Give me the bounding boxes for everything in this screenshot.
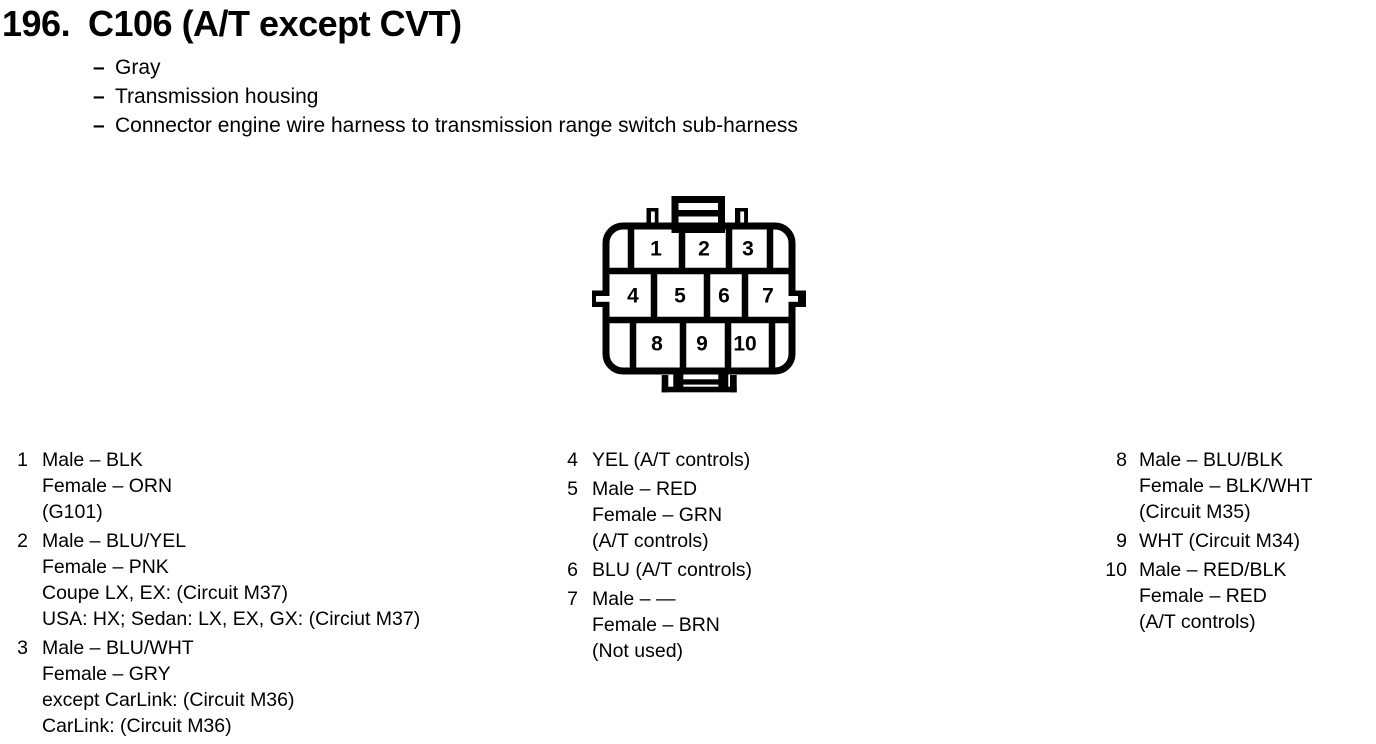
pin-entry-lines: Male – BLU/WHT Female – GRY except CarLink… <box>42 635 295 739</box>
pin-entry-line: Male – RED/BLK <box>1139 559 1287 581</box>
pin-entry: 3 Male – BLU/WHT Female – GRY except CarLin… <box>14 635 420 739</box>
connector-cavity-number: 5 <box>674 285 686 308</box>
bullet-text: Connector engine wire harness to transmi… <box>115 114 798 137</box>
pin-entry-line: except CarLink: (Circuit M36) <box>42 689 295 711</box>
connector-bottom-bracket <box>661 368 737 393</box>
pin-entry-line: WHT (Circuit M34) <box>1139 530 1301 552</box>
pin-entry-line: Female – RED <box>1139 585 1267 607</box>
connector-diagram: 1 2 3 4 5 6 7 8 9 10 <box>592 196 806 393</box>
pin-entry-number: 1 <box>17 449 28 471</box>
pin-entry-line: Male – BLU/BLK <box>1139 449 1284 471</box>
bullet-text: Transmission housing <box>115 85 319 108</box>
bullet-dash: – <box>93 56 105 79</box>
pin-entry: 5 Male – RED Female – GRN (A/T controls) <box>560 476 752 554</box>
pin-entry-line: Female – GRY <box>42 663 171 685</box>
pin-entry-line: Male – — <box>592 588 676 610</box>
pin-entry: 2 Male – BLU/YEL Female – PNK Coupe LX, EX:… <box>14 528 420 632</box>
pin-entry-lines: Male – BLU/YEL Female – PNK Coupe LX, EX: … <box>42 528 420 632</box>
connector-cavity-number: 6 <box>718 285 730 308</box>
pin-entry: 4 YEL (A/T controls) <box>560 447 752 473</box>
pin-entry: 6 BLU (A/T controls) <box>560 557 752 583</box>
bullet-dash: – <box>93 85 105 108</box>
pin-entry-number: 3 <box>17 637 28 659</box>
connector-side-latch-left <box>592 290 611 307</box>
pin-entry-line: Male – RED <box>592 478 698 500</box>
pin-entry-line: Male – BLK <box>42 449 143 471</box>
pin-entry-number: 7 <box>567 588 578 610</box>
pin-entry: 8 Male – BLU/BLK Female – BLK/WHT (Circuit … <box>1101 447 1312 525</box>
bullet-item: –Transmission housing <box>93 85 798 114</box>
connector-side-latch-right <box>783 290 806 307</box>
pin-entry-number: 9 <box>1116 530 1127 552</box>
pin-entry-line: Female – PNK <box>42 556 169 578</box>
connector-cavity-number: 9 <box>696 333 708 356</box>
connector-cavity-number: 1 <box>650 238 662 261</box>
pin-entry-lines: Male – — Female – BRN (Not used) <box>592 586 720 664</box>
page-title: 196. C106 (A/T except CVT) <box>2 3 462 45</box>
pin-entry-lines: Male – BLU/BLK Female – BLK/WHT (Circuit M… <box>1139 447 1312 525</box>
pin-entry-lines: Male – RED Female – GRN (A/T controls) <box>592 476 722 554</box>
pin-entry-line: (Not used) <box>592 640 684 662</box>
pin-entry: 9 WHT (Circuit M34) <box>1101 528 1312 554</box>
bullet-item: –Gray <box>93 56 798 85</box>
pin-entry-number: 6 <box>567 559 578 581</box>
pin-entry-line: CarLink: (Circuit M36) <box>42 715 232 737</box>
pin-entry-line: Female – ORN <box>42 475 173 497</box>
pin-entry-line: Coupe LX, EX: (Circuit M37) <box>42 582 289 604</box>
pin-entry-line: (Circuit M35) <box>1139 501 1251 523</box>
pin-entry-lines: Male – BLK Female – ORN (G101) <box>42 447 172 525</box>
pin-entry-line: BLU (A/T controls) <box>592 559 753 581</box>
pin-entry-line: Male – BLU/WHT <box>42 637 194 659</box>
bullet-item: –Connector engine wire harness to transm… <box>93 114 798 143</box>
pin-entry-line: Female – BLK/WHT <box>1139 475 1313 497</box>
bullet-dash: – <box>93 114 105 137</box>
pin-list-column-3: 8 Male – BLU/BLK Female – BLK/WHT (Circuit … <box>1101 447 1312 638</box>
pin-entry-line: Female – BRN <box>592 614 720 636</box>
pin-entry-line: Female – GRN <box>592 504 723 526</box>
connector-cavity-number: 3 <box>742 238 754 261</box>
pin-entry: 10 Male – RED/BLK Female – RED (A/T control… <box>1101 557 1312 635</box>
bullet-list: –Gray–Transmission housing–Connector eng… <box>93 56 798 143</box>
connector-cavity-number: 10 <box>733 333 756 356</box>
pin-entry-lines: Male – RED/BLK Female – RED (A/T controls) <box>1139 557 1286 635</box>
pin-entry-line: USA: HX; Sedan: LX, EX, GX: (Circiut M37… <box>42 608 421 630</box>
connector-cavity-number: 2 <box>698 238 710 261</box>
page-title-text: C106 (A/T except CVT) <box>88 3 462 44</box>
pin-entry-lines: WHT (Circuit M34) <box>1139 528 1300 554</box>
page-title-number: 196. <box>2 3 71 44</box>
connector-cavity-grid <box>609 226 789 368</box>
pin-entry-number: 4 <box>567 449 578 471</box>
pin-entry: 1 Male – BLK Female – ORN (G101) <box>14 447 420 525</box>
pin-entry-line: (A/T controls) <box>1139 611 1256 633</box>
connector-cavity-number: 4 <box>627 285 639 308</box>
pin-entry-lines: YEL (A/T controls) <box>592 447 750 473</box>
connector-cavity-number: 7 <box>762 285 774 308</box>
pin-entry-line: (A/T controls) <box>592 530 709 552</box>
pin-entry-line: YEL (A/T controls) <box>592 449 751 471</box>
connector-cavity-number: 8 <box>651 333 663 356</box>
pin-entry-line: (G101) <box>42 501 103 523</box>
pin-entry-number: 2 <box>17 530 28 552</box>
bullet-text: Gray <box>115 56 161 79</box>
pin-entry-number: 5 <box>567 478 578 500</box>
pin-entry-line: Male – BLU/YEL <box>42 530 187 552</box>
pin-list-column-2: 4 YEL (A/T controls) 5 Male – RED Female – G… <box>560 447 752 667</box>
pin-entry-lines: BLU (A/T controls) <box>592 557 752 583</box>
pin-entry-number: 10 <box>1105 559 1127 581</box>
pin-entry: 7 Male – — Female – BRN (Not used) <box>560 586 752 664</box>
pin-entry-number: 8 <box>1116 449 1127 471</box>
